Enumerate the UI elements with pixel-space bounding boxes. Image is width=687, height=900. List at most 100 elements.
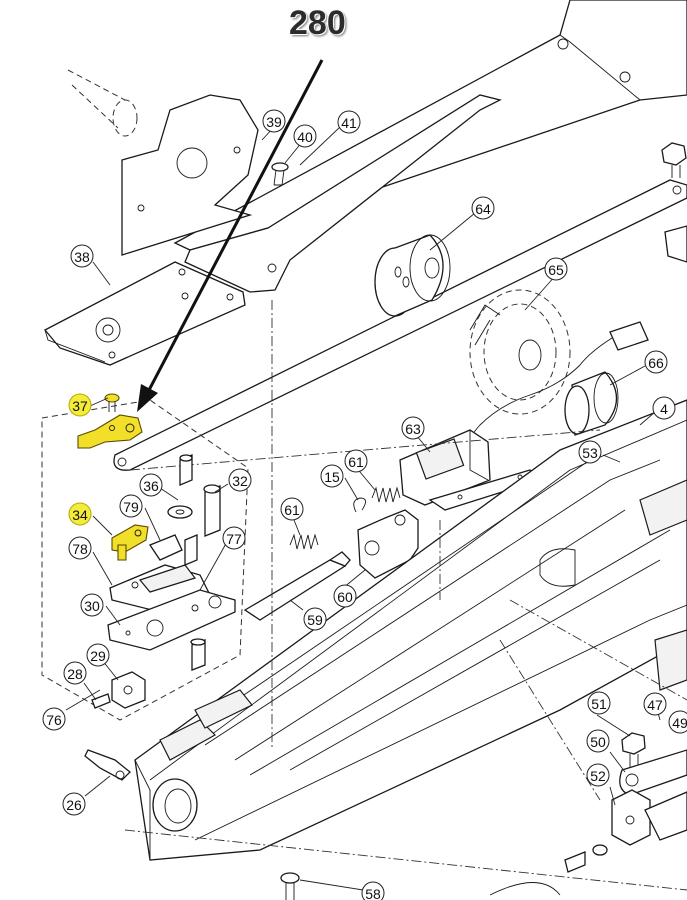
part-64-collar	[374, 234, 451, 317]
screw-37	[104, 393, 120, 412]
reference-number-label: 280	[289, 4, 346, 42]
svg-text:38: 38	[74, 249, 90, 265]
callout-29: 29	[86, 643, 110, 667]
part-60-bracket	[357, 509, 419, 579]
subassembly-76-boundary	[41, 399, 249, 721]
callout-60: 60	[333, 584, 357, 608]
spring-61-lower	[289, 533, 319, 550]
svg-text:61: 61	[284, 502, 300, 518]
svg-text:41: 41	[341, 115, 357, 131]
svg-text:47: 47	[647, 697, 663, 713]
callout-65: 65	[544, 257, 568, 281]
callout-4: 4	[652, 396, 676, 420]
callout-66: 66	[644, 350, 668, 374]
bolt-top-right	[661, 142, 687, 178]
callout-32: 32	[228, 468, 252, 492]
svg-text:63: 63	[405, 421, 421, 437]
svg-text:15: 15	[324, 469, 340, 485]
part-59-pin	[243, 551, 351, 621]
callout-64: 64	[471, 196, 495, 220]
svg-text:40: 40	[297, 129, 313, 145]
svg-text:77: 77	[226, 531, 242, 547]
centerlines	[124, 300, 687, 891]
callout-76: 76	[42, 707, 66, 731]
part-39-plate	[121, 94, 259, 256]
svg-text:36: 36	[143, 478, 159, 494]
callout-53: 53	[578, 440, 602, 464]
svg-text:60: 60	[337, 589, 353, 605]
callout-41: 41	[337, 110, 361, 134]
svg-text:65: 65	[548, 262, 564, 278]
spring-61-upper	[371, 486, 401, 503]
part-34-link	[111, 524, 149, 561]
svg-text:51: 51	[591, 696, 607, 712]
svg-text:49: 49	[672, 715, 687, 731]
svg-text:39: 39	[266, 114, 282, 130]
right-bracket	[664, 225, 687, 263]
part-66-roller	[564, 371, 619, 436]
part-29-block	[91, 671, 146, 709]
svg-text:58: 58	[365, 886, 381, 900]
part-65-disc	[469, 289, 571, 415]
long-link-rod	[113, 179, 687, 471]
callout-52: 52	[586, 763, 610, 787]
svg-text:59: 59	[307, 612, 323, 628]
svg-text:30: 30	[84, 598, 100, 614]
svg-text:52: 52	[590, 768, 606, 784]
callout-34: 34	[68, 502, 92, 526]
svg-text:37: 37	[72, 398, 88, 414]
callout-38: 38	[70, 244, 94, 268]
callout-36: 36	[139, 473, 163, 497]
svg-text:53: 53	[582, 445, 598, 461]
svg-text:66: 66	[648, 355, 664, 371]
callout-26: 26	[62, 792, 86, 816]
part-50-bar	[619, 749, 687, 796]
callout-49: 49	[668, 710, 687, 734]
callout-61a: 61	[344, 449, 368, 473]
svg-text:78: 78	[72, 541, 88, 557]
svg-text:64: 64	[475, 201, 491, 217]
callout-79: 79	[119, 494, 143, 518]
callout-59: 59	[303, 607, 327, 631]
callout-58: 58	[361, 881, 385, 900]
washers-bottom	[564, 844, 608, 873]
part-38-plate	[43, 261, 246, 366]
part-26-lever	[84, 749, 131, 781]
screw-77	[190, 638, 206, 671]
mid-plate	[184, 94, 502, 293]
callout-39: 39	[262, 109, 286, 133]
shaft-dashed	[67, 69, 138, 137]
svg-text:50: 50	[590, 734, 606, 750]
reference-arrow	[137, 59, 324, 412]
callout-63: 63	[401, 416, 425, 440]
svg-text:61: 61	[348, 454, 364, 470]
svg-text:29: 29	[90, 648, 106, 664]
screw-40	[271, 162, 289, 186]
callout-78: 78	[68, 536, 92, 560]
part-58-screw	[280, 872, 561, 900]
svg-text:26: 26	[66, 797, 82, 813]
main-base-frame	[134, 399, 687, 861]
callout-47: 47	[643, 692, 667, 716]
callout-30: 30	[80, 593, 104, 617]
callout-50: 50	[586, 729, 610, 753]
part-52-block	[611, 789, 687, 846]
callout-40: 40	[293, 124, 317, 148]
callout-15: 15	[320, 464, 344, 488]
svg-text:32: 32	[232, 473, 248, 489]
callout-61b: 61	[280, 497, 304, 521]
svg-text:76: 76	[46, 712, 62, 728]
callout-51: 51	[587, 691, 611, 715]
clip-15	[353, 497, 366, 513]
svg-text:79: 79	[123, 499, 139, 515]
svg-text:4: 4	[660, 401, 668, 417]
part-37-lever	[77, 414, 143, 449]
part-63-solenoid	[399, 429, 542, 511]
svg-text:34: 34	[72, 507, 88, 523]
callouts: 39 40 41 38 64 65 66 4 37 63 53 15 61 36…	[42, 109, 687, 900]
callout-77: 77	[222, 526, 246, 550]
svg-text:28: 28	[67, 666, 83, 682]
callout-37: 37	[68, 393, 92, 417]
callout-28: 28	[63, 661, 87, 685]
